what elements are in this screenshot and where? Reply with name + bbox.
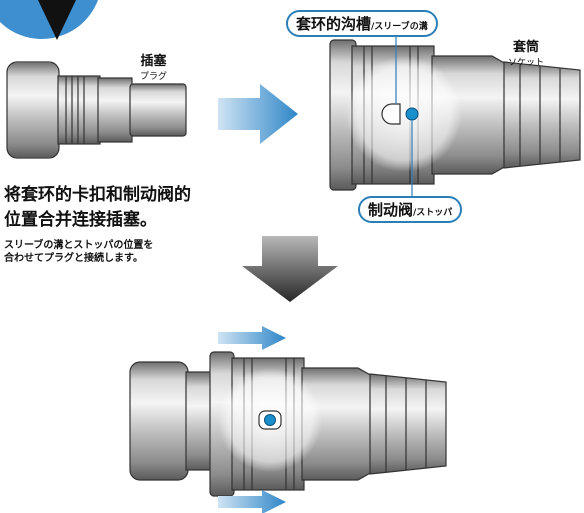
corner-arrow-icon <box>0 0 98 40</box>
instruction-japanese: スリーブの溝とストッパの位置を 合わせてプラグと接続します。 <box>4 239 153 265</box>
instruction-line-2: 位置合并连接插塞。 <box>4 210 157 230</box>
plug-label: 插塞 <box>140 54 167 69</box>
instruction-heading: 将套环的卡扣和制动阀的 位置合并连接插塞。 <box>4 183 191 233</box>
groove-callout-label: 套环的沟槽 <box>296 15 372 33</box>
groove-callout: 套环的沟槽/スリーブの溝 <box>286 10 438 37</box>
stopper-callout-sublabel: /ストッパ <box>413 208 453 218</box>
instruction-jp-line-1: スリーブの溝とストッパの位置を <box>4 240 154 251</box>
plug-drawing <box>6 61 187 159</box>
socket-label: 套筒 <box>513 40 540 55</box>
arrow-right-icon <box>218 84 298 144</box>
instruction-jp-line-2: 合わせてプラグと接続します。 <box>4 253 143 264</box>
stopper-callout: 制动阀/ストッパ <box>358 196 463 223</box>
stopper-callout-label: 制动阀 <box>368 201 414 219</box>
instruction-line-1: 将套环的卡扣和制动阀的 <box>4 185 191 205</box>
socket-groove <box>381 103 419 125</box>
slide-arrow-top-icon <box>218 326 286 350</box>
socket-highlight <box>346 56 462 172</box>
plug-label-group: 插塞 プラグ <box>140 50 167 82</box>
socket-label-group: 套筒 ソケット <box>508 36 544 68</box>
slide-arrow-bottom-icon <box>218 490 286 513</box>
plug-sublabel: プラグ <box>140 72 168 82</box>
arrow-down-icon <box>242 236 338 302</box>
groove-callout-sublabel: /スリーブの溝 <box>371 22 428 32</box>
assembly-stopper <box>258 410 282 430</box>
socket-sublabel: ソケット <box>508 58 545 68</box>
